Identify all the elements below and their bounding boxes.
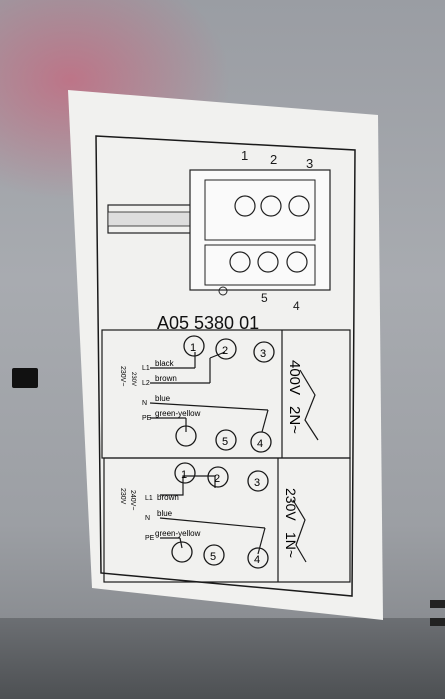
terminal-label: 3 — [254, 477, 260, 489]
top-terminal-number: 1 — [241, 148, 248, 163]
terminal-label: 1 — [190, 342, 196, 354]
terminal-block-drawing — [107, 169, 331, 296]
diagram-400v-wiring — [149, 351, 319, 441]
mounting-slot — [12, 368, 38, 388]
line-label: L2 — [142, 380, 150, 387]
wire-label: green-yellow — [155, 529, 201, 538]
vent-slot — [430, 618, 445, 626]
diagram-230v-frame — [103, 457, 351, 583]
line-label: PE — [142, 415, 152, 422]
terminal-label: 5 — [210, 551, 216, 563]
terminal-label: 3 — [260, 348, 266, 360]
line-label: L1 — [145, 495, 153, 502]
phase-rating: 2N~ — [286, 406, 303, 434]
terminal-label: 5 — [222, 436, 228, 448]
wire-label: blue — [157, 509, 173, 518]
terminal-label: 4 — [254, 554, 260, 566]
wire-label: blue — [155, 394, 171, 403]
top-terminal-number: 3 — [306, 156, 313, 171]
side-voltage-label: 240V~ — [129, 490, 136, 510]
side-voltage-label: 230V~ — [119, 366, 126, 386]
line-label: PE — [145, 535, 155, 542]
small-voltage-label: 230V — [130, 372, 136, 386]
wire-label: brown — [157, 493, 179, 502]
terminal-circles — [175, 335, 275, 453]
line-label: N — [142, 400, 147, 407]
bottom-terminal-number: 4 — [293, 299, 300, 313]
appliance-bottom-edge — [0, 618, 445, 699]
voltage-rating: 230V — [283, 488, 299, 521]
side-voltage-label: 230V — [119, 488, 126, 505]
terminal-label: 1 — [181, 469, 187, 481]
terminal-label: 2 — [222, 345, 228, 357]
voltage-rating: 400V — [286, 360, 303, 395]
wire-label: brown — [155, 374, 177, 383]
diagram-230v-wiring — [159, 475, 307, 563]
wire-label: green-yellow — [155, 409, 201, 418]
terminal-circles — [171, 462, 269, 569]
model-code: A05 5380 01 — [157, 313, 259, 333]
label-outer-border — [95, 135, 356, 597]
vent-slot — [430, 600, 445, 608]
line-label: N — [145, 515, 150, 522]
terminal-label: 2 — [214, 473, 220, 485]
terminal-label: 4 — [257, 438, 263, 450]
bottom-terminal-number: 5 — [261, 291, 268, 305]
line-label: L1 — [142, 365, 150, 372]
top-terminal-number: 2 — [270, 152, 277, 167]
phase-rating: 1N~ — [283, 532, 299, 558]
wire-label: black — [155, 359, 175, 368]
